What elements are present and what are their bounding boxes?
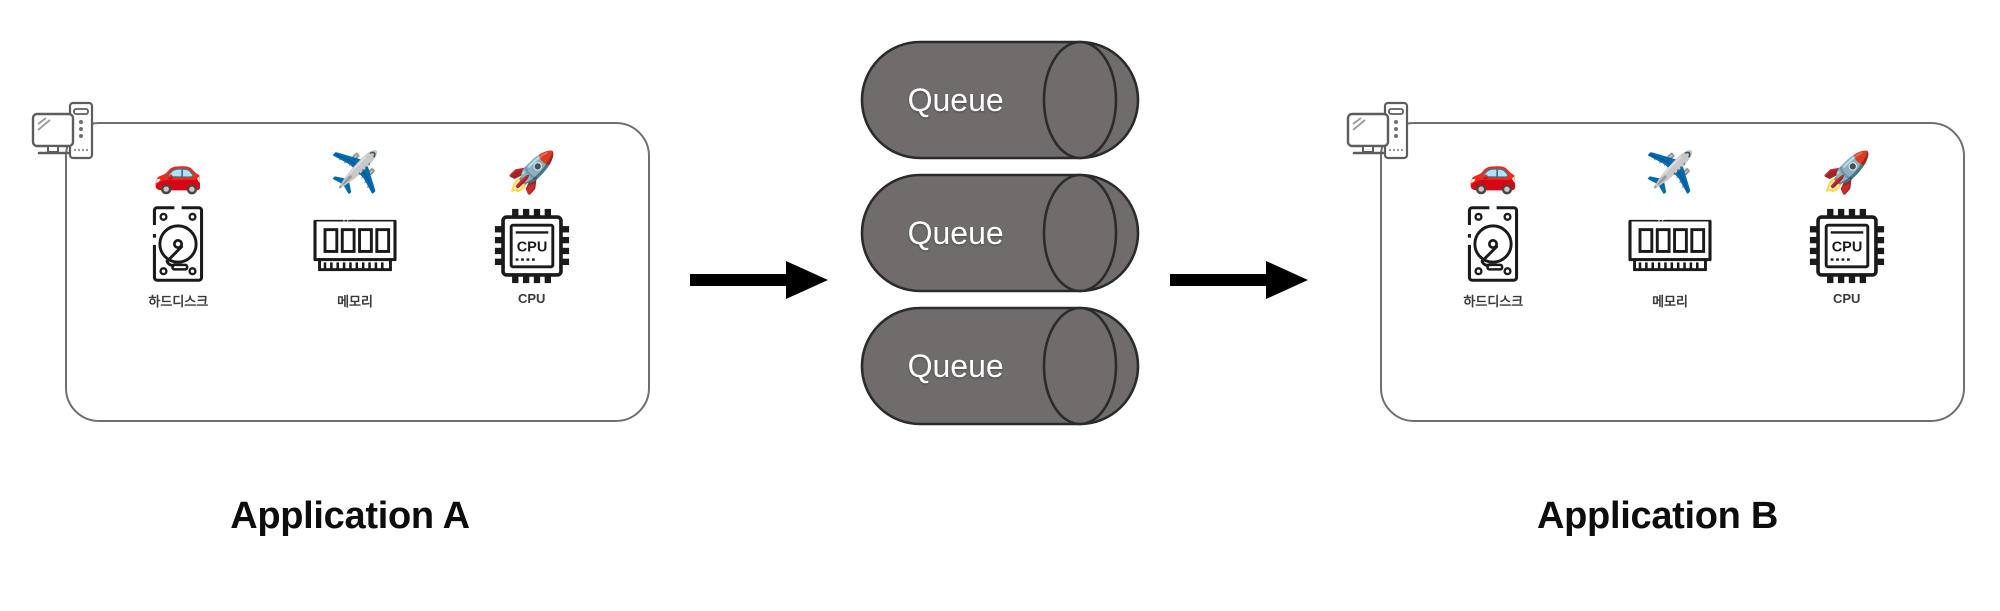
application-b-caption: Application B (1537, 495, 1778, 537)
queue-top[interactable]: Queue (860, 40, 1140, 160)
queue-bottom[interactable]: Queue (860, 306, 1140, 426)
cpu-label: CPU (517, 291, 546, 306)
hard-disk-icon (149, 198, 207, 284)
component-cpu: 🚀 (1758, 148, 1935, 310)
airplane-emoji: ✈️ (1645, 150, 1695, 196)
memory-label: 메모리 (337, 294, 373, 309)
rocket-emoji: 🚀 (506, 150, 557, 196)
component-hard-disk: 🚗 (90, 148, 267, 310)
memory-ram-icon (1626, 198, 1714, 284)
desktop-computer-icon (1345, 100, 1411, 164)
arrow-queue-to-b (1170, 258, 1310, 302)
cpu-chip-icon: CPU (494, 198, 570, 284)
car-emoji: 🚗 (1468, 150, 1519, 196)
hard-disk-label: 하드디스크 (1463, 294, 1524, 309)
car-emoji: 🚗 (153, 150, 204, 196)
hard-disk-label: 하드디스크 (148, 294, 209, 309)
airplane-emoji: ✈️ (330, 150, 380, 196)
cpu-label: CPU (1832, 291, 1861, 306)
cpu-chip-icon: CPU (1809, 198, 1885, 284)
arrow-a-to-queue (690, 258, 830, 302)
memory-label: 메모리 (1652, 294, 1688, 309)
memory-ram-icon (311, 198, 399, 284)
svg-text:CPU: CPU (1831, 239, 1862, 255)
hard-disk-icon (1464, 198, 1522, 284)
application-b-components: 🚗 (1405, 148, 1935, 310)
desktop-computer-icon (30, 100, 96, 164)
component-memory: ✈️ (1582, 148, 1759, 310)
component-hard-disk: 🚗 (1405, 148, 1582, 310)
application-a-components: 🚗 (90, 148, 620, 310)
svg-text:CPU: CPU (516, 239, 547, 255)
component-memory: ✈️ (267, 148, 444, 310)
component-cpu: 🚀 (443, 148, 620, 310)
queue-middle[interactable]: Queue (860, 173, 1140, 293)
rocket-emoji: 🚀 (1821, 150, 1872, 196)
application-a-caption: Application A (230, 495, 470, 537)
application-b-group: 🚗 (1315, 0, 2000, 611)
application-a-group: 🚗 (0, 0, 700, 611)
